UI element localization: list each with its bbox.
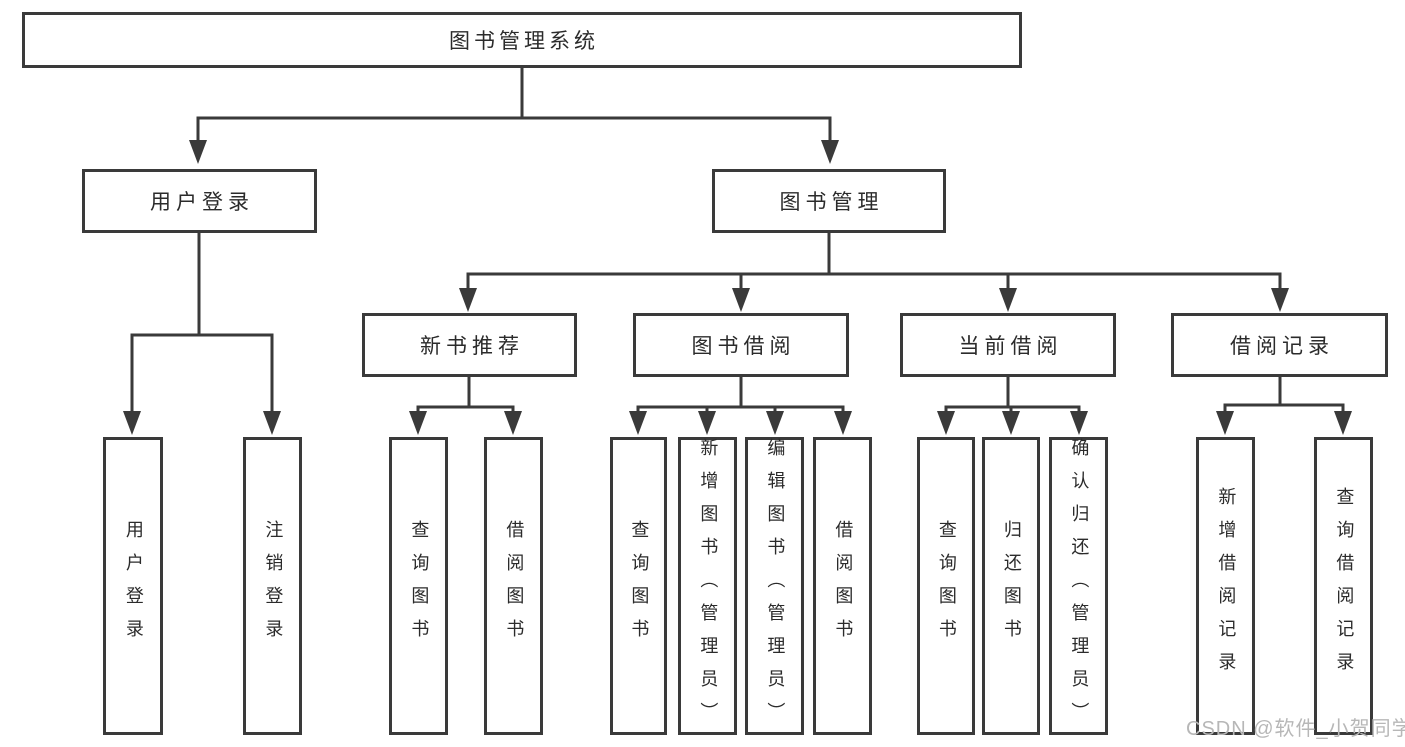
node-root-library-system: 图书管理系统	[22, 12, 1022, 68]
arrow-down-icon	[409, 411, 427, 435]
connector-user-login-children	[123, 233, 281, 435]
arrow-down-icon	[459, 288, 477, 312]
leaf-query-books-borrowing: 查询图书	[610, 437, 667, 735]
node-label: 新增借阅记录	[1216, 487, 1237, 685]
node-new-book-recommend: 新书推荐	[362, 313, 577, 377]
node-label: 借阅图书	[833, 520, 854, 652]
arrow-down-icon	[732, 288, 750, 312]
leaf-query-books-recommend: 查询图书	[389, 437, 448, 735]
csdn-watermark: CSDN @软件_小贺同学	[1186, 718, 1405, 740]
leaf-query-borrow-record: 查询借阅记录	[1314, 437, 1373, 735]
node-label: 确认归还（管理员）	[1069, 437, 1090, 735]
node-label: 用户登录	[123, 520, 144, 652]
arrow-down-icon	[698, 411, 716, 435]
node-book-borrowing: 图书借阅	[633, 313, 849, 377]
node-current-borrowing: 当前借阅	[900, 313, 1116, 377]
leaf-query-books-current: 查询图书	[917, 437, 975, 735]
arrow-down-icon	[821, 140, 839, 164]
node-label: 图书管理系统	[449, 30, 599, 53]
node-label: 查询图书	[409, 520, 430, 652]
leaf-add-book-admin: 新增图书（管理员）	[678, 437, 737, 735]
node-label: 注销登录	[263, 520, 284, 652]
arrow-down-icon	[1216, 411, 1234, 435]
leaf-user-login: 用户登录	[103, 437, 163, 735]
connector-borrowing-records-children	[1216, 377, 1352, 435]
node-book-management: 图书管理	[712, 169, 946, 233]
node-user-login: 用户登录	[82, 169, 317, 233]
node-label: 新增图书（管理员）	[698, 437, 719, 735]
connector-new-book-recommend-children	[409, 377, 522, 435]
node-label: 图书借阅	[691, 335, 796, 358]
node-label: 新书推荐	[420, 335, 524, 358]
node-label: 查询借阅记录	[1334, 487, 1355, 685]
leaf-logout: 注销登录	[243, 437, 302, 735]
node-label: 查询图书	[629, 520, 650, 652]
leaf-return-books: 归还图书	[982, 437, 1040, 735]
arrow-down-icon	[766, 411, 784, 435]
leaf-borrow-books-recommend: 借阅图书	[484, 437, 543, 735]
arrow-down-icon	[999, 288, 1017, 312]
leaf-confirm-return-admin: 确认归还（管理员）	[1049, 437, 1108, 735]
node-label: 归还图书	[1001, 520, 1022, 652]
node-label: 编辑图书（管理员）	[765, 437, 786, 735]
arrow-down-icon	[937, 411, 955, 435]
arrow-down-icon	[834, 411, 852, 435]
node-label: 借阅图书	[504, 520, 525, 652]
node-label: 借阅记录	[1230, 335, 1334, 358]
node-label: 用户登录	[150, 191, 254, 214]
arrow-down-icon	[1334, 411, 1352, 435]
leaf-edit-book-admin: 编辑图书（管理员）	[745, 437, 804, 735]
arrow-down-icon	[123, 411, 141, 435]
arrow-down-icon	[1271, 288, 1289, 312]
arrow-down-icon	[189, 140, 207, 164]
connector-root-to-level2	[189, 68, 839, 164]
connector-book-borrowing-children	[629, 377, 852, 435]
connector-current-borrowing-children	[937, 377, 1088, 435]
leaf-add-borrow-record: 新增借阅记录	[1196, 437, 1255, 735]
node-label: 图书管理	[779, 191, 884, 214]
arrow-down-icon	[504, 411, 522, 435]
node-label: 查询图书	[936, 520, 957, 652]
arrow-down-icon	[1070, 411, 1088, 435]
node-label: 当前借阅	[958, 335, 1063, 358]
arrow-down-icon	[629, 411, 647, 435]
leaf-borrow-books: 借阅图书	[813, 437, 872, 735]
connector-book-management-children	[459, 233, 1289, 312]
node-borrowing-records: 借阅记录	[1171, 313, 1388, 377]
arrow-down-icon	[263, 411, 281, 435]
arrow-down-icon	[1002, 411, 1020, 435]
